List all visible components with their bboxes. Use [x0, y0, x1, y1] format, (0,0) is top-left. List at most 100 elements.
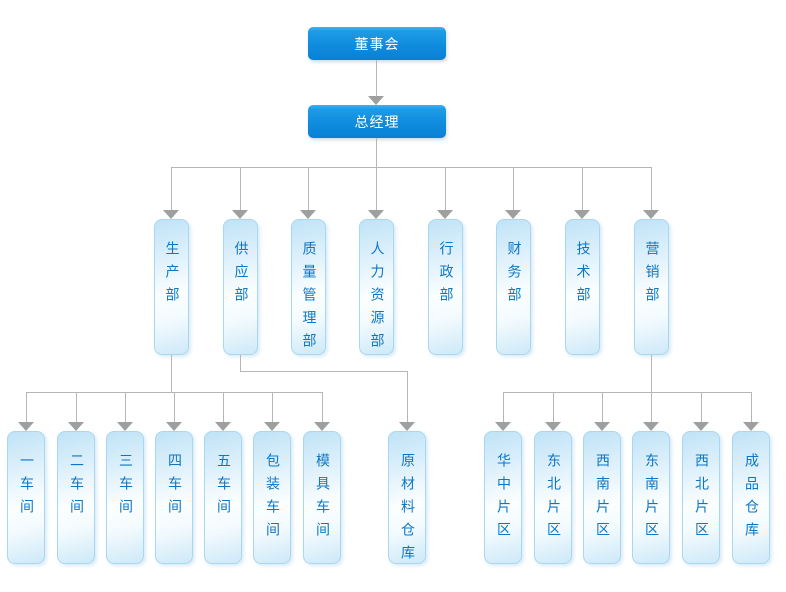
- connector-drop-workshop-1: [26, 392, 27, 422]
- arrow-down-icon: [495, 422, 511, 431]
- node-dept-production-label: 生产部: [163, 241, 180, 310]
- node-board-label: 董事会: [354, 36, 400, 53]
- arrow-down-icon: [215, 422, 231, 431]
- connector-drop-hr: [376, 167, 377, 210]
- connector-drop-packaging: [272, 392, 273, 422]
- connector-drop-finished-goods: [751, 392, 752, 422]
- arrow-down-icon: [399, 422, 415, 431]
- node-packaging-workshop-label: 包装车间: [264, 453, 280, 545]
- node-packaging-workshop[interactable]: 包装车间: [253, 431, 291, 564]
- connector-drop-quality: [308, 167, 309, 210]
- node-region-xinan[interactable]: 西南片区: [583, 431, 621, 564]
- node-dept-finance-label: 财务部: [505, 241, 522, 310]
- arrow-down-icon: [18, 422, 34, 431]
- node-board[interactable]: 董事会: [308, 27, 446, 60]
- connector-drop-workshop-4: [174, 392, 175, 422]
- arrow-down-icon: [643, 210, 659, 219]
- connector-drop-region-xinan: [602, 392, 603, 422]
- node-region-dongbei-label: 东北片区: [545, 453, 561, 545]
- node-dept-supply-label: 供应部: [232, 241, 249, 310]
- arrow-down-icon: [368, 96, 384, 105]
- node-raw-material-warehouse[interactable]: 原材料仓库: [388, 431, 426, 564]
- arrow-down-icon: [643, 422, 659, 431]
- node-workshop-2[interactable]: 二车间: [57, 431, 95, 564]
- node-dept-supply[interactable]: 供应部: [223, 219, 258, 355]
- arrow-down-icon: [232, 210, 248, 219]
- arrow-down-icon: [314, 422, 330, 431]
- arrow-down-icon: [117, 422, 133, 431]
- connector-departments-rail: [171, 167, 651, 168]
- arrow-down-icon: [437, 210, 453, 219]
- arrow-down-icon: [368, 210, 384, 219]
- node-dept-marketing-label: 营销部: [643, 241, 660, 310]
- node-workshop-2-label: 二车间: [68, 453, 84, 522]
- connector-gm-stem: [376, 138, 377, 167]
- node-workshop-1-label: 一车间: [18, 453, 34, 522]
- connector-drop-marketing: [651, 167, 652, 210]
- node-dept-quality-label: 质量管理部: [300, 241, 317, 355]
- node-dept-admin-label: 行政部: [437, 241, 454, 310]
- node-workshop-3[interactable]: 三车间: [106, 431, 144, 564]
- node-dept-technology-label: 技术部: [574, 241, 591, 310]
- connector-drop-workshop-3: [125, 392, 126, 422]
- connector-drop-production: [171, 167, 172, 210]
- node-region-xibei-label: 西北片区: [693, 453, 709, 545]
- node-dept-finance[interactable]: 财务部: [496, 219, 531, 355]
- arrow-down-icon: [743, 422, 759, 431]
- node-raw-material-warehouse-label: 原材料仓库: [399, 453, 415, 564]
- connector-drop-admin: [445, 167, 446, 210]
- arrow-down-icon: [68, 422, 84, 431]
- node-workshop-4-label: 四车间: [166, 453, 182, 522]
- connector-drop-region-dongnan: [651, 392, 652, 422]
- arrow-down-icon: [693, 422, 709, 431]
- arrow-down-icon: [264, 422, 280, 431]
- connector-drop-technology: [582, 167, 583, 210]
- node-general-manager[interactable]: 总经理: [308, 105, 446, 138]
- node-dept-hr-label: 人力资源部: [368, 241, 385, 355]
- connector-drop-region-dongbei: [553, 392, 554, 422]
- arrow-down-icon: [166, 422, 182, 431]
- connector-drop-region-huazhong: [503, 392, 504, 422]
- connector-supply-stem: [240, 355, 241, 371]
- node-mold-workshop-label: 模具车间: [314, 453, 330, 545]
- node-region-huazhong[interactable]: 华中片区: [484, 431, 522, 564]
- node-region-xibei[interactable]: 西北片区: [682, 431, 720, 564]
- connector-drop-finance: [513, 167, 514, 210]
- node-region-dongnan[interactable]: 东南片区: [632, 431, 670, 564]
- arrow-down-icon: [545, 422, 561, 431]
- node-mold-workshop[interactable]: 模具车间: [303, 431, 341, 564]
- connector-marketing-stem: [651, 355, 652, 392]
- node-finished-goods-warehouse[interactable]: 成品仓库: [732, 431, 770, 564]
- node-workshop-1[interactable]: 一车间: [7, 431, 45, 564]
- connector-production-stem: [171, 355, 172, 392]
- connector-drop-region-xibei: [701, 392, 702, 422]
- node-workshop-3-label: 三车间: [117, 453, 133, 522]
- node-finished-goods-warehouse-label: 成品仓库: [743, 453, 759, 545]
- node-general-manager-label: 总经理: [354, 114, 400, 131]
- node-dept-technology[interactable]: 技术部: [565, 219, 600, 355]
- connector-drop-workshop-2: [76, 392, 77, 422]
- node-region-huazhong-label: 华中片区: [495, 453, 511, 545]
- node-region-dongbei[interactable]: 东北片区: [534, 431, 572, 564]
- node-region-xinan-label: 西南片区: [594, 453, 610, 545]
- node-dept-quality[interactable]: 质量管理部: [291, 219, 326, 355]
- connector-drop-workshop-5: [223, 392, 224, 422]
- connector-regions-rail: [503, 392, 751, 393]
- connector-board-gm-line: [376, 60, 377, 96]
- arrow-down-icon: [163, 210, 179, 219]
- arrow-down-icon: [300, 210, 316, 219]
- node-dept-hr[interactable]: 人力资源部: [359, 219, 394, 355]
- connector-supply-elbow: [240, 371, 407, 372]
- arrow-down-icon: [505, 210, 521, 219]
- node-dept-admin[interactable]: 行政部: [428, 219, 463, 355]
- node-workshop-5-label: 五车间: [215, 453, 231, 522]
- node-region-dongnan-label: 东南片区: [643, 453, 659, 545]
- connector-drop-supply: [240, 167, 241, 210]
- node-workshop-4[interactable]: 四车间: [155, 431, 193, 564]
- arrow-down-icon: [594, 422, 610, 431]
- node-dept-production[interactable]: 生产部: [154, 219, 189, 355]
- node-workshop-5[interactable]: 五车间: [204, 431, 242, 564]
- connector-drop-raw-material: [407, 371, 408, 422]
- node-dept-marketing[interactable]: 营销部: [634, 219, 669, 355]
